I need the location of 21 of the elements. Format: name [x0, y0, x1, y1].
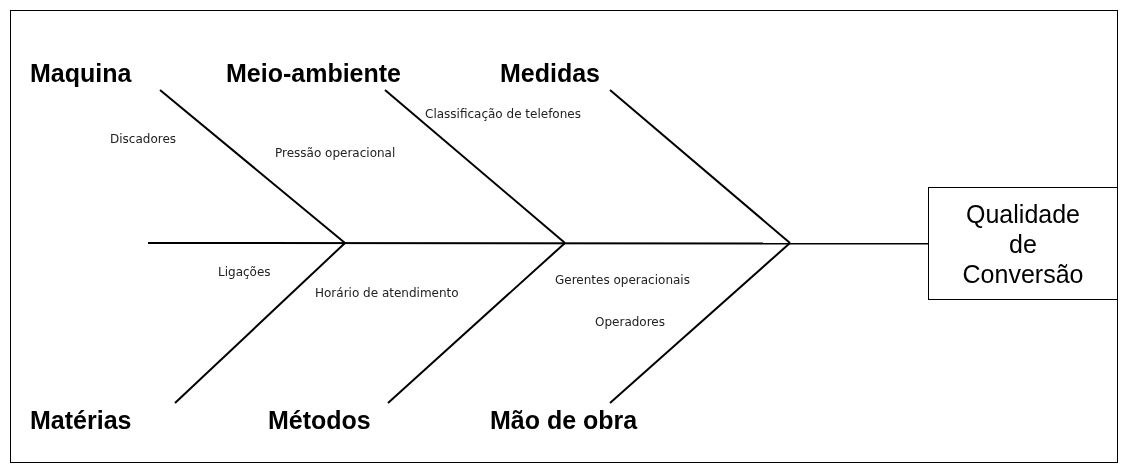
cause-label: Horário de atendimento [315, 286, 459, 300]
bone-line [609, 242, 791, 404]
cause-label: Operadores [595, 315, 665, 329]
category-label: Métodos [268, 405, 371, 435]
cause-label: Pressão operacional [275, 146, 396, 160]
effect-box: Qualidade de Conversão [928, 187, 1118, 300]
cause-label: Discadores [110, 132, 177, 146]
category-label: Maquina [30, 58, 132, 88]
cause-label: Ligações [218, 265, 271, 279]
spine-line [147, 242, 929, 245]
bone-line [159, 89, 346, 244]
bone-line [609, 89, 791, 244]
cause-label: Gerentes operacionais [555, 273, 690, 287]
bone-line [174, 242, 346, 404]
bone-line [384, 89, 566, 244]
category-label: Medidas [500, 58, 601, 88]
cause-label: Classificação de telefones [425, 107, 581, 121]
category-label: Mão de obra [490, 405, 638, 435]
category-label: Meio-ambiente [226, 58, 402, 88]
bone-line [387, 242, 566, 404]
category-label: Matérias [30, 405, 132, 435]
